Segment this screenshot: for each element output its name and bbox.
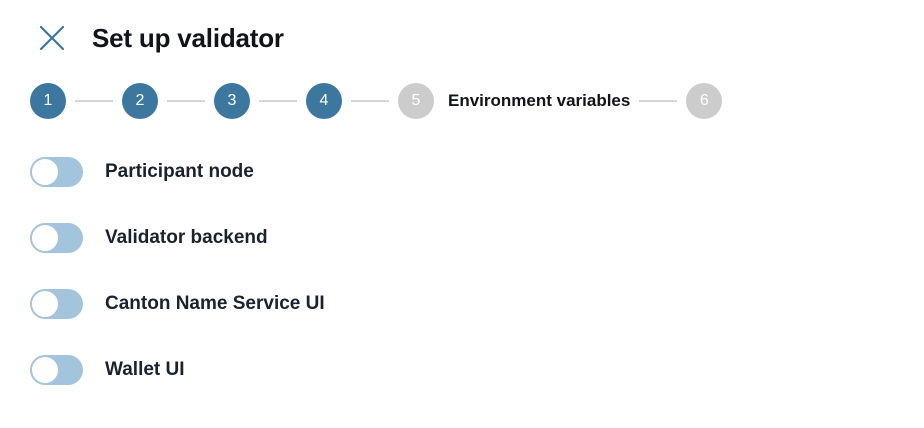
stepper-step-6[interactable]: 6	[686, 83, 723, 119]
stepper-step-5[interactable]: 5 Environment variables	[398, 83, 630, 119]
page-title: Set up validator	[92, 22, 284, 53]
stepper-connector	[639, 100, 678, 102]
toggle-wallet-ui[interactable]	[30, 355, 83, 385]
stepper-connector	[167, 100, 205, 102]
step-circle-3[interactable]: 3	[214, 83, 250, 119]
toggle-row-participant-node: Participant node	[30, 139, 890, 205]
toggle-row-canton-name-service-ui: Canton Name Service UI	[30, 271, 890, 337]
stepper-step-1[interactable]: 1	[30, 83, 66, 119]
step-circle-1[interactable]: 1	[30, 83, 66, 119]
toggle-canton-name-service-ui[interactable]	[30, 289, 83, 319]
step-label-5: Environment variables	[448, 91, 631, 110]
step-circle-5[interactable]: 5	[398, 83, 434, 119]
close-icon-glyph	[39, 25, 65, 51]
stepper-connector	[351, 100, 389, 102]
stepper-step-3[interactable]: 3	[214, 83, 250, 119]
toggle-participant-node[interactable]	[30, 157, 83, 187]
toggle-knob	[31, 224, 59, 252]
toggle-row-wallet-ui: Wallet UI	[30, 337, 890, 403]
stepper-step-4[interactable]: 4	[306, 83, 342, 119]
toggle-validator-backend[interactable]	[30, 223, 83, 253]
toggle-knob	[31, 356, 59, 384]
step-circle-2[interactable]: 2	[122, 83, 158, 119]
stepper-step-2[interactable]: 2	[122, 83, 158, 119]
stepper: 1 2 3 4 5 Environment variables 6	[30, 82, 723, 120]
close-icon[interactable]	[30, 16, 74, 60]
step-circle-6[interactable]: 6	[686, 83, 723, 119]
toggle-knob	[31, 158, 59, 186]
toggle-label-canton-name-service-ui: Canton Name Service UI	[105, 293, 325, 314]
toggle-label-validator-backend: Validator backend	[105, 227, 268, 248]
stepper-connector	[259, 100, 297, 102]
toggle-label-wallet-ui: Wallet UI	[105, 359, 185, 380]
toggle-label-participant-node: Participant node	[105, 161, 254, 182]
component-toggle-list: Participant node Validator backend Canto…	[30, 139, 890, 403]
page-header: Set up validator	[0, 0, 924, 76]
stepper-connector	[75, 100, 113, 102]
toggle-knob	[31, 290, 59, 318]
toggle-row-validator-backend: Validator backend	[30, 205, 890, 271]
step-circle-4[interactable]: 4	[306, 83, 342, 119]
